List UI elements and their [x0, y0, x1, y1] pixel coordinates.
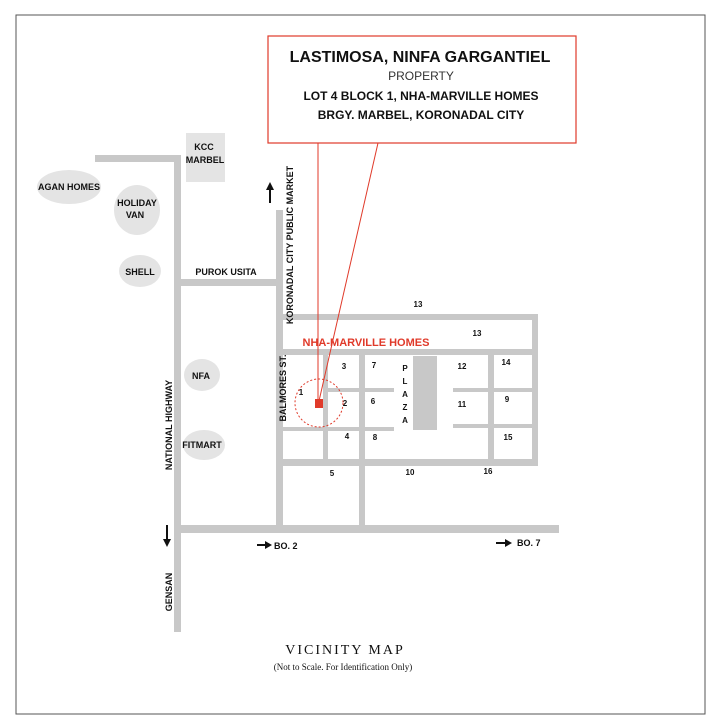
arrow-right-icon	[496, 539, 512, 547]
block-number: 2	[343, 399, 348, 408]
block-number: 7	[372, 361, 377, 370]
map-note: (Not to Scale. For Identification Only)	[274, 662, 412, 672]
road-sub-h2	[280, 427, 394, 431]
road-sub-h1	[326, 388, 394, 392]
road-national-highway	[174, 155, 181, 632]
road-sub-13	[279, 314, 536, 320]
road-sub-v2	[359, 352, 365, 528]
block-number: 13	[414, 300, 423, 309]
plaza-letter: A	[402, 390, 408, 399]
plaza-letter: P	[402, 364, 408, 373]
road-bottom-bo	[176, 525, 559, 533]
label-bo7: BO. 7	[517, 538, 541, 548]
property-marker	[315, 399, 323, 408]
block-number: 5	[330, 469, 335, 478]
block-number: 13	[473, 329, 482, 338]
property-area-circle	[294, 378, 344, 428]
landmark-nfa	[184, 359, 220, 391]
label-holiday: HOLIDAY	[117, 198, 157, 208]
label-marbel: MARBEL	[186, 155, 225, 165]
callout-owner: LASTIMOSA, NINFA GARGANTIEL	[290, 49, 551, 66]
map-title: VICINITY MAP	[285, 643, 405, 658]
plaza-block	[413, 356, 437, 430]
road-sub-name	[279, 349, 535, 355]
label-balmores: BALMORES ST.	[278, 354, 288, 421]
road-sub-v3	[488, 352, 494, 462]
callout-pointer-diagonal	[318, 142, 379, 402]
map-frame	[15, 14, 706, 715]
property-callout	[267, 35, 577, 144]
block-number: 6	[371, 397, 376, 406]
road-sub-h3	[453, 388, 533, 392]
landmark-holiday	[114, 185, 160, 235]
block-number: 3	[342, 362, 347, 371]
block-number: 4	[345, 432, 350, 441]
label-subdivision-name: NHA-MARVILLE HOMES	[303, 337, 430, 349]
label-bo2: BO. 2	[274, 541, 298, 551]
label-purok-usita: PUROK USITA	[195, 267, 257, 277]
road-sub-east	[532, 314, 538, 466]
callout-lot: LOT 4 BLOCK 1, NHA-MARVILLE HOMES	[303, 89, 538, 103]
label-nfa: NFA	[192, 371, 211, 381]
block-number: 10	[406, 468, 415, 477]
callout-property: PROPERTY	[388, 69, 454, 83]
road-sub-v1	[323, 352, 328, 462]
road-balmores	[276, 210, 283, 527]
block-number: 14	[502, 358, 511, 367]
road-top-left	[95, 155, 179, 162]
landmark-fitmart	[183, 430, 225, 460]
plaza-letter: A	[402, 416, 408, 425]
label-agan-homes: AGAN HOMES	[38, 182, 100, 192]
plaza-label: P L A Z A	[402, 364, 408, 425]
plaza-letter: L	[403, 377, 408, 386]
label-van: VAN	[126, 210, 144, 220]
arrow-right-icon	[257, 541, 272, 549]
label-national-highway: NATIONAL HIGHWAY	[164, 380, 174, 470]
arrow-down-icon	[163, 525, 171, 547]
plaza-letter: Z	[403, 403, 408, 412]
block-number: 9	[505, 395, 510, 404]
block-number: 16	[484, 467, 493, 476]
label-kcc: KCC	[194, 142, 214, 152]
road-sub-south	[279, 459, 537, 466]
label-shell: SHELL	[125, 267, 155, 277]
block-number: 15	[504, 433, 513, 442]
callout-address: BRGY. MARBEL, KORONADAL CITY	[318, 108, 524, 122]
landmark-agan	[37, 170, 101, 204]
label-gensan: GENSAN	[164, 573, 174, 612]
block-number: 8	[373, 433, 378, 442]
label-public-market: KORONADAL CITY PUBLIC MARKET	[285, 165, 295, 324]
label-fitmart: FITMART	[182, 440, 222, 450]
block-number: 12	[458, 362, 467, 371]
arrow-up-icon	[266, 182, 274, 203]
road-sub-h4	[453, 424, 533, 428]
road-purok-usita	[176, 279, 279, 286]
landmark-kcc	[186, 133, 225, 182]
landmark-shell	[119, 255, 161, 287]
block-number: 11	[458, 400, 467, 409]
block-number: 1	[299, 388, 304, 397]
